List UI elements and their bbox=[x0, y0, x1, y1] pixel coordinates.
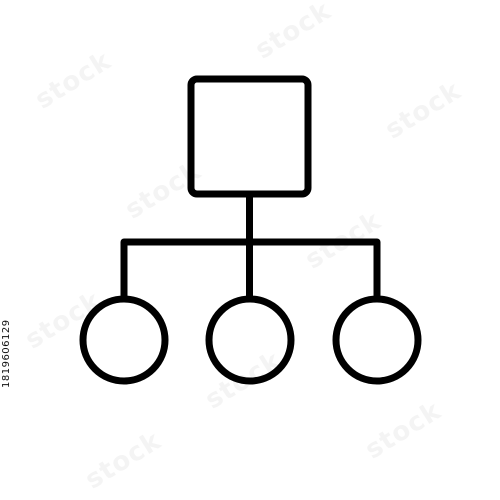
stock-image-id: 1819606129 bbox=[1, 319, 12, 388]
child-circle-node-left bbox=[79, 295, 169, 385]
branch-connector-line bbox=[120, 238, 381, 298]
child-circle-node-center bbox=[205, 295, 295, 385]
parent-square-node bbox=[187, 75, 312, 198]
child-circle-node-right bbox=[332, 295, 422, 385]
